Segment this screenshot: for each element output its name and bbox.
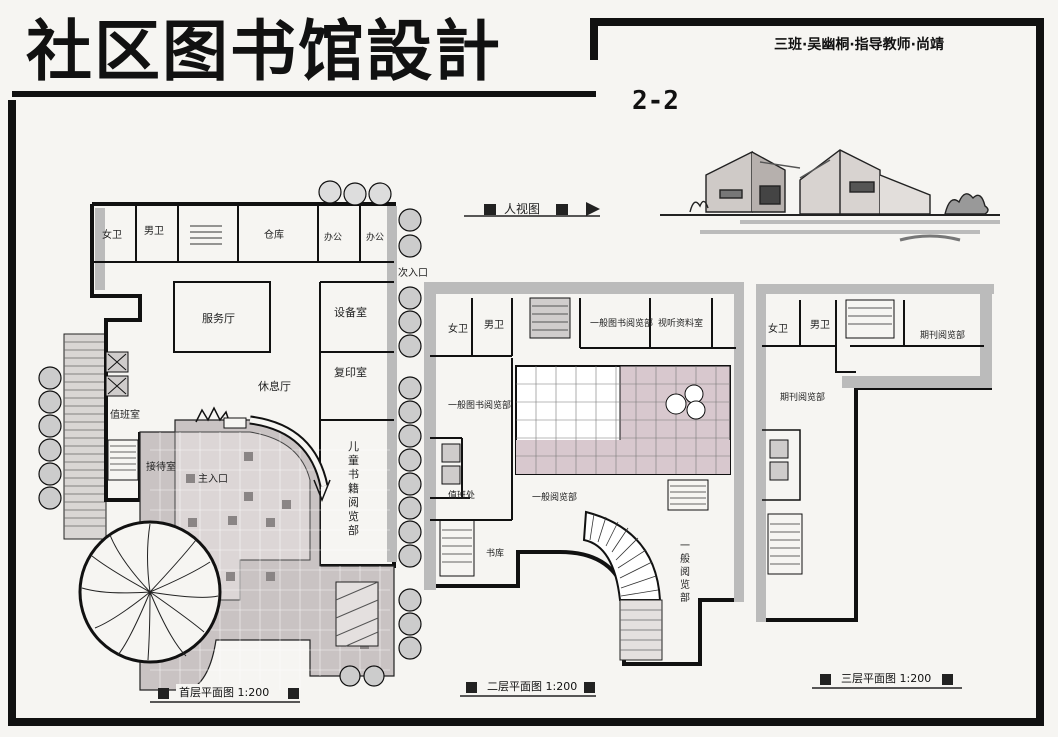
room-label: 一般阅览部 — [532, 493, 578, 503]
entrance-label: 次入口 — [398, 268, 428, 279]
room-label: 儿童书籍阅览部 — [348, 440, 359, 537]
page-title: 社区图书馆設計 — [26, 12, 502, 90]
page-subtitle: 2-2 — [632, 86, 679, 116]
room-label: 办公 — [366, 233, 385, 243]
frame-line — [8, 18, 1044, 726]
room-label: 视听资料室 — [658, 319, 704, 329]
room-label: 期刊阅览部 — [780, 393, 826, 403]
plan-ground-floor — [63, 202, 397, 691]
room-label: 仓库 — [264, 230, 284, 241]
author-credit: 三班·吴幽桐·指导教师·尚靖 — [774, 37, 944, 53]
room-label: 设备室 — [334, 306, 367, 319]
room-label: 书库 — [486, 549, 505, 559]
perspective-label: 人视图 — [504, 202, 541, 216]
caption-ground-floor: 首层平面图 1:200 — [176, 684, 273, 700]
caption-bars — [158, 674, 953, 699]
room-label: 办公 — [324, 233, 343, 243]
room-label: 值班处 — [448, 491, 476, 501]
room-label: 一般图书阅览部 — [448, 401, 512, 411]
room-label: 一般阅览部 — [680, 541, 690, 604]
room-label: 女卫 — [768, 324, 788, 335]
north-arrow-icon — [586, 202, 600, 216]
label-marker — [556, 204, 568, 215]
room-label: 休息厅 — [258, 380, 291, 393]
room-label: 女卫 — [448, 324, 468, 335]
room-label: 男卫 — [810, 320, 830, 331]
caption-second-floor: 二层平面图 1:200 — [484, 678, 581, 694]
room-label: 接待室 — [146, 462, 176, 473]
room-label: 值班室 — [110, 410, 140, 421]
plan-second-floor — [424, 282, 744, 666]
caption-third-floor: 三层平面图 1:200 — [838, 670, 935, 686]
plan-third-floor — [756, 284, 994, 622]
room-label: 服务厅 — [202, 312, 235, 325]
perspective-sketch — [660, 149, 1000, 242]
room-label: 一般图书阅览部 — [590, 319, 654, 329]
entrance-label: 主入口 — [198, 474, 228, 485]
room-label: 期刊阅览部 — [920, 331, 966, 341]
tree-row — [38, 180, 422, 687]
room-label: 复印室 — [334, 366, 367, 379]
room-label: 男卫 — [484, 320, 504, 331]
room-label: 女卫 — [102, 230, 122, 241]
room-label: 男卫 — [144, 226, 164, 237]
label-marker — [484, 204, 496, 215]
